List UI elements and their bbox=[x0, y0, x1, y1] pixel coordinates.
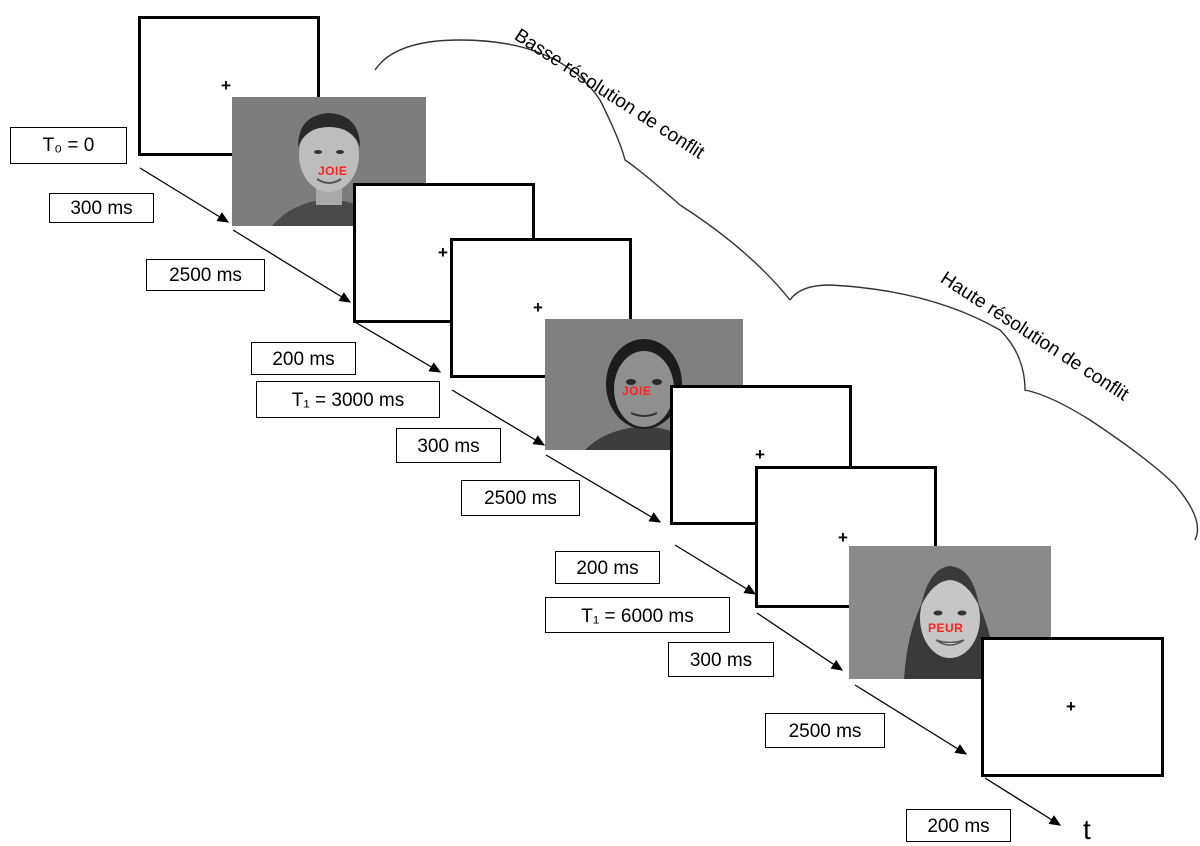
timing-label-300ms: 300 ms bbox=[49, 193, 154, 223]
fixation-cross: + bbox=[438, 243, 448, 262]
time-axis-label: t bbox=[1083, 814, 1091, 845]
brace-high-resolution bbox=[789, 284, 1199, 541]
timing-label-t1-3000: T₁ = 3000 ms bbox=[256, 381, 440, 418]
fixation-cross: + bbox=[838, 528, 848, 547]
arrow-2 bbox=[232, 229, 352, 303]
arrow-9 bbox=[984, 777, 1062, 826]
face-photo-3 bbox=[849, 546, 1051, 679]
timing-label-t1-6000: T₁ = 6000 ms bbox=[545, 597, 730, 633]
brace-low-resolution bbox=[374, 39, 791, 301]
timing-label-t0: T₀ = 0 bbox=[10, 127, 127, 164]
emotion-word-3: PEUR bbox=[928, 621, 964, 635]
arrow-4 bbox=[451, 389, 546, 446]
timing-label-300ms: 300 ms bbox=[668, 642, 774, 677]
arrow-8 bbox=[854, 684, 968, 755]
fixation-frame-3: + bbox=[450, 238, 632, 378]
timing-label-2500ms: 2500 ms bbox=[461, 480, 580, 516]
timing-label-2500ms: 2500 ms bbox=[146, 259, 265, 291]
fixation-cross: + bbox=[1066, 697, 1076, 716]
arrow-6 bbox=[674, 544, 757, 595]
timing-label-300ms: 300 ms bbox=[396, 428, 501, 463]
timing-label-200ms: 200 ms bbox=[251, 342, 356, 375]
emotion-word-2: JOIE bbox=[622, 384, 652, 398]
fixation-cross: + bbox=[221, 76, 231, 95]
emotion-word-1: JOIE bbox=[318, 164, 348, 178]
arrow-5 bbox=[545, 454, 662, 523]
timing-label-2500ms: 2500 ms bbox=[765, 713, 885, 748]
fixation-frame-6: + bbox=[981, 637, 1164, 777]
arrow-3 bbox=[354, 321, 442, 373]
arrow-1 bbox=[139, 167, 230, 223]
fixation-cross: + bbox=[533, 298, 543, 317]
fixation-cross: + bbox=[755, 445, 765, 464]
arrow-7 bbox=[756, 612, 844, 671]
timing-label-200ms: 200 ms bbox=[906, 809, 1011, 842]
timing-label-200ms: 200 ms bbox=[555, 551, 660, 584]
